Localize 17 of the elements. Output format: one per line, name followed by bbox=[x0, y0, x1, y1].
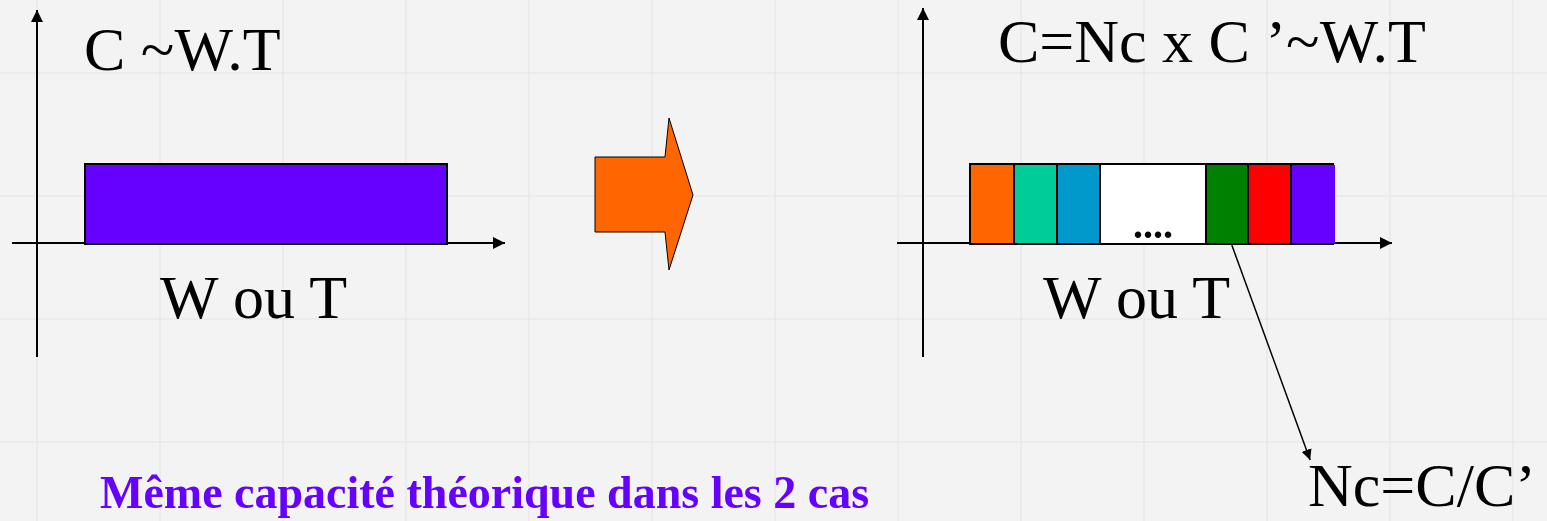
bar bbox=[1249, 165, 1292, 243]
formula-label: C=Nc x C ’~W.T bbox=[998, 10, 1426, 72]
bar bbox=[1058, 165, 1101, 243]
bar bbox=[971, 165, 1015, 243]
axis-label: W ou T bbox=[1043, 266, 1231, 328]
bar bbox=[84, 163, 448, 245]
formula-label: Nc=C/C’ bbox=[1308, 454, 1536, 516]
bar bbox=[1292, 165, 1335, 243]
bar bbox=[1015, 165, 1058, 243]
ellipsis-text: .... bbox=[1133, 207, 1173, 243]
axis-label: W ou T bbox=[160, 266, 348, 328]
question-text: Même capacité théorique dans les 2 cas bbox=[100, 470, 870, 516]
formula-label: C ~W.T bbox=[84, 18, 281, 80]
leader-arrow bbox=[1231, 244, 1312, 461]
bar-segment bbox=[1101, 165, 1207, 243]
bar bbox=[1207, 165, 1249, 243]
bar bbox=[969, 163, 1334, 245]
